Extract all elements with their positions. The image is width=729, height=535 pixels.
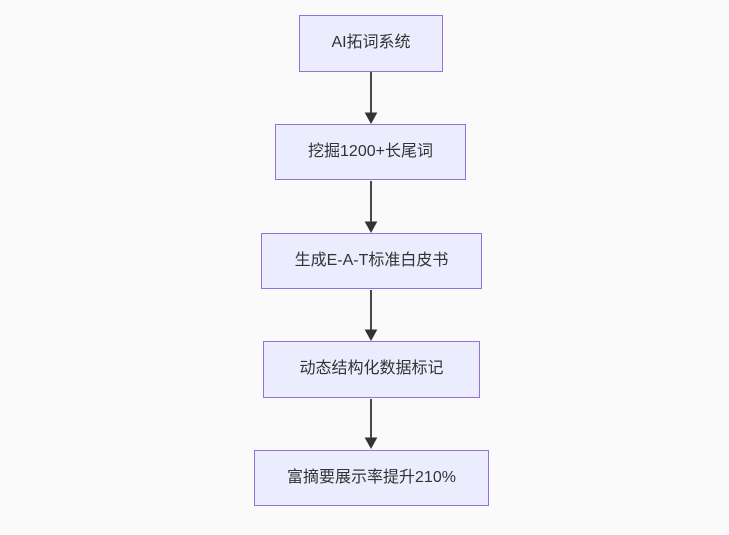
arrow-4 <box>364 399 378 450</box>
node-label: 富摘要展示率提升210% <box>287 468 456 486</box>
flowchart-node-eat-whitepaper: 生成E-A-T标准白皮书 <box>261 233 482 289</box>
arrow-1 <box>364 72 378 125</box>
node-label: 动态结构化数据标记 <box>299 360 444 378</box>
flowchart-node-rich-snippet-result: 富摘要展示率提升210% <box>254 450 489 506</box>
arrow-3 <box>364 290 378 342</box>
node-label: 生成E-A-T标准白皮书 <box>294 251 449 269</box>
flowchart-node-structured-data: 动态结构化数据标记 <box>263 341 480 398</box>
flowchart-node-longtail-mining: 挖掘1200+长尾词 <box>275 124 466 180</box>
node-label: AI拓词系统 <box>331 34 411 52</box>
node-label: 挖掘1200+长尾词 <box>308 142 433 160</box>
flowchart-node-ai-word-system: AI拓词系统 <box>299 15 443 72</box>
arrow-2 <box>364 181 378 234</box>
